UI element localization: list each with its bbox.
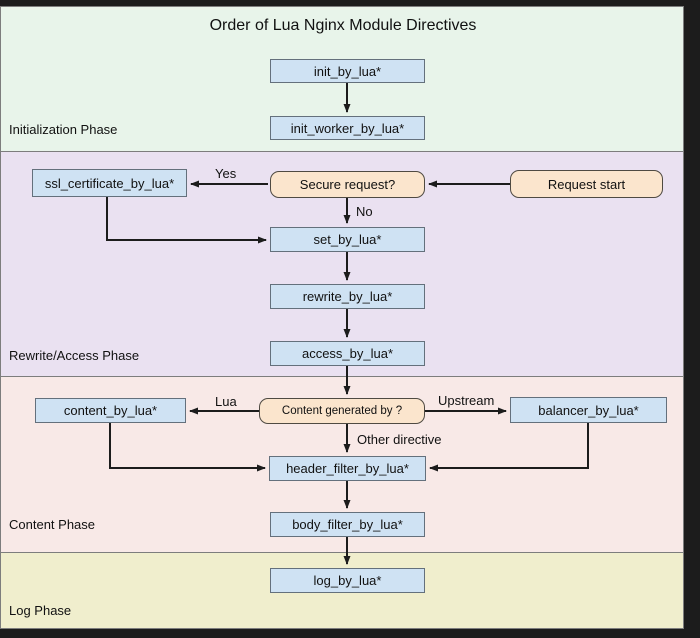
- node-rewrite-by-lua: rewrite_by_lua*: [270, 284, 425, 309]
- node-label: ssl_certificate_by_lua*: [44, 175, 175, 191]
- phase-label-log: Log Phase: [9, 603, 72, 618]
- edge-label-no: No: [356, 204, 373, 219]
- node-label: header_filter_by_lua*: [286, 461, 409, 476]
- node-label: content_by_lua*: [63, 403, 158, 418]
- node-access-by-lua: access_by_lua*: [270, 341, 425, 366]
- node-header-filter-by-lua: header_filter_by_lua*: [269, 456, 426, 481]
- node-balancer-by-lua: balancer_by_lua*: [510, 397, 667, 423]
- node-init-by-lua: init_by_lua*: [270, 59, 425, 83]
- node-content-by-lua: content_by_lua*: [35, 398, 186, 423]
- phase-label-content: Content Phase: [9, 517, 96, 532]
- node-label: Secure request?: [299, 177, 396, 192]
- edge-label-yes: Yes: [215, 166, 237, 181]
- node-secure-request-decision: Secure request?: [270, 171, 425, 198]
- node-content-generated-decision: Content generated by ?: [259, 398, 425, 424]
- node-label: balancer_by_lua*: [538, 402, 639, 418]
- node-label: access_by_lua*: [301, 346, 394, 361]
- node-label: rewrite_by_lua*: [302, 289, 393, 304]
- edge-label-other-directive: Other directive: [357, 432, 442, 447]
- edge-label-upstream: Upstream: [438, 393, 495, 408]
- phase-label-initialization: Initialization Phase: [9, 122, 118, 137]
- node-label: Request start: [547, 176, 626, 192]
- node-label: set_by_lua*: [313, 232, 382, 247]
- node-ssl-certificate-by-lua: ssl_certificate_by_lua*: [32, 169, 187, 197]
- node-set-by-lua: set_by_lua*: [270, 227, 425, 252]
- node-init-worker-by-lua: init_worker_by_lua*: [270, 116, 425, 140]
- phase-label-rewrite-access: Rewrite/Access Phase: [9, 348, 140, 363]
- node-body-filter-by-lua: body_filter_by_lua*: [270, 512, 425, 537]
- node-log-by-lua: log_by_lua*: [270, 568, 425, 593]
- node-label: Content generated by ?: [281, 405, 403, 417]
- node-label: log_by_lua*: [313, 573, 382, 588]
- node-label: init_by_lua*: [313, 63, 382, 79]
- node-request-start: Request start: [510, 170, 663, 198]
- diagram-title: Order of Lua Nginx Module Directives: [209, 17, 477, 34]
- node-label: body_filter_by_lua*: [292, 517, 403, 532]
- edge-label-lua: Lua: [215, 394, 237, 409]
- node-label: init_worker_by_lua*: [290, 120, 405, 136]
